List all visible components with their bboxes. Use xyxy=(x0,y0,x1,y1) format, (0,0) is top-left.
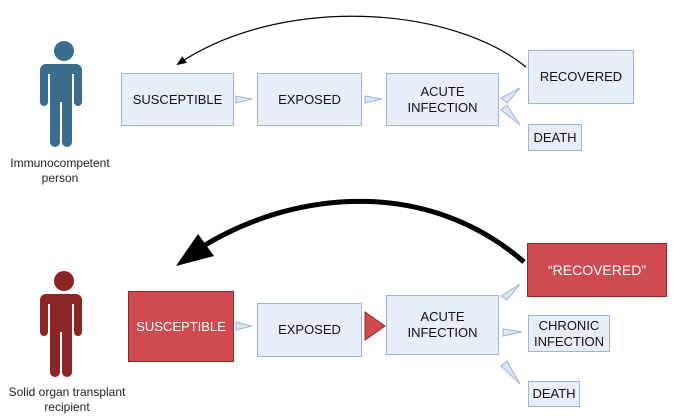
immunocompetent-person-icon xyxy=(40,41,82,147)
bottom-susceptible-box: SUSCEPTIBLE xyxy=(128,291,234,362)
bottom-arrow-acute-chronic xyxy=(502,328,523,337)
bottom-arrow-acute-recovered xyxy=(500,283,521,301)
bottom-arrow-susceptible-exposed xyxy=(235,321,253,331)
bottom-chronic-infection-box: CHRONIC INFECTION xyxy=(528,315,610,352)
bottom-recovered-box: “RECOVERED” xyxy=(527,243,667,297)
bottom-return-arrow xyxy=(203,198,526,264)
immunocompetent-person-label: Immunocompetent person xyxy=(10,156,110,185)
top-arrow-acute-death xyxy=(500,104,521,126)
bottom-death-box: DEATH xyxy=(528,381,580,407)
top-acute-infection-box: ACUTE INFECTION xyxy=(386,73,499,126)
top-susceptible-box: SUSCEPTIBLE xyxy=(121,73,234,126)
top-exposed-box: EXPOSED xyxy=(257,73,362,126)
bottom-arrow-exposed-acute xyxy=(364,311,386,341)
bottom-return-arrowhead xyxy=(176,234,214,266)
top-death-box: DEATH xyxy=(528,124,582,151)
top-return-arrow xyxy=(176,15,527,68)
top-arrow-susceptible-exposed xyxy=(235,95,253,104)
bottom-arrow-acute-death xyxy=(500,360,521,385)
transplant-person-label: Solid organ transplant recipient xyxy=(8,385,126,414)
top-arrow-exposed-acute xyxy=(364,95,383,104)
bottom-acute-infection-box: ACUTE INFECTION xyxy=(386,295,499,355)
top-recovered-box: RECOVERED xyxy=(528,50,634,104)
bottom-exposed-box: EXPOSED xyxy=(257,303,362,357)
top-arrow-acute-recovered xyxy=(500,87,521,104)
transplant-person-icon xyxy=(40,271,82,377)
